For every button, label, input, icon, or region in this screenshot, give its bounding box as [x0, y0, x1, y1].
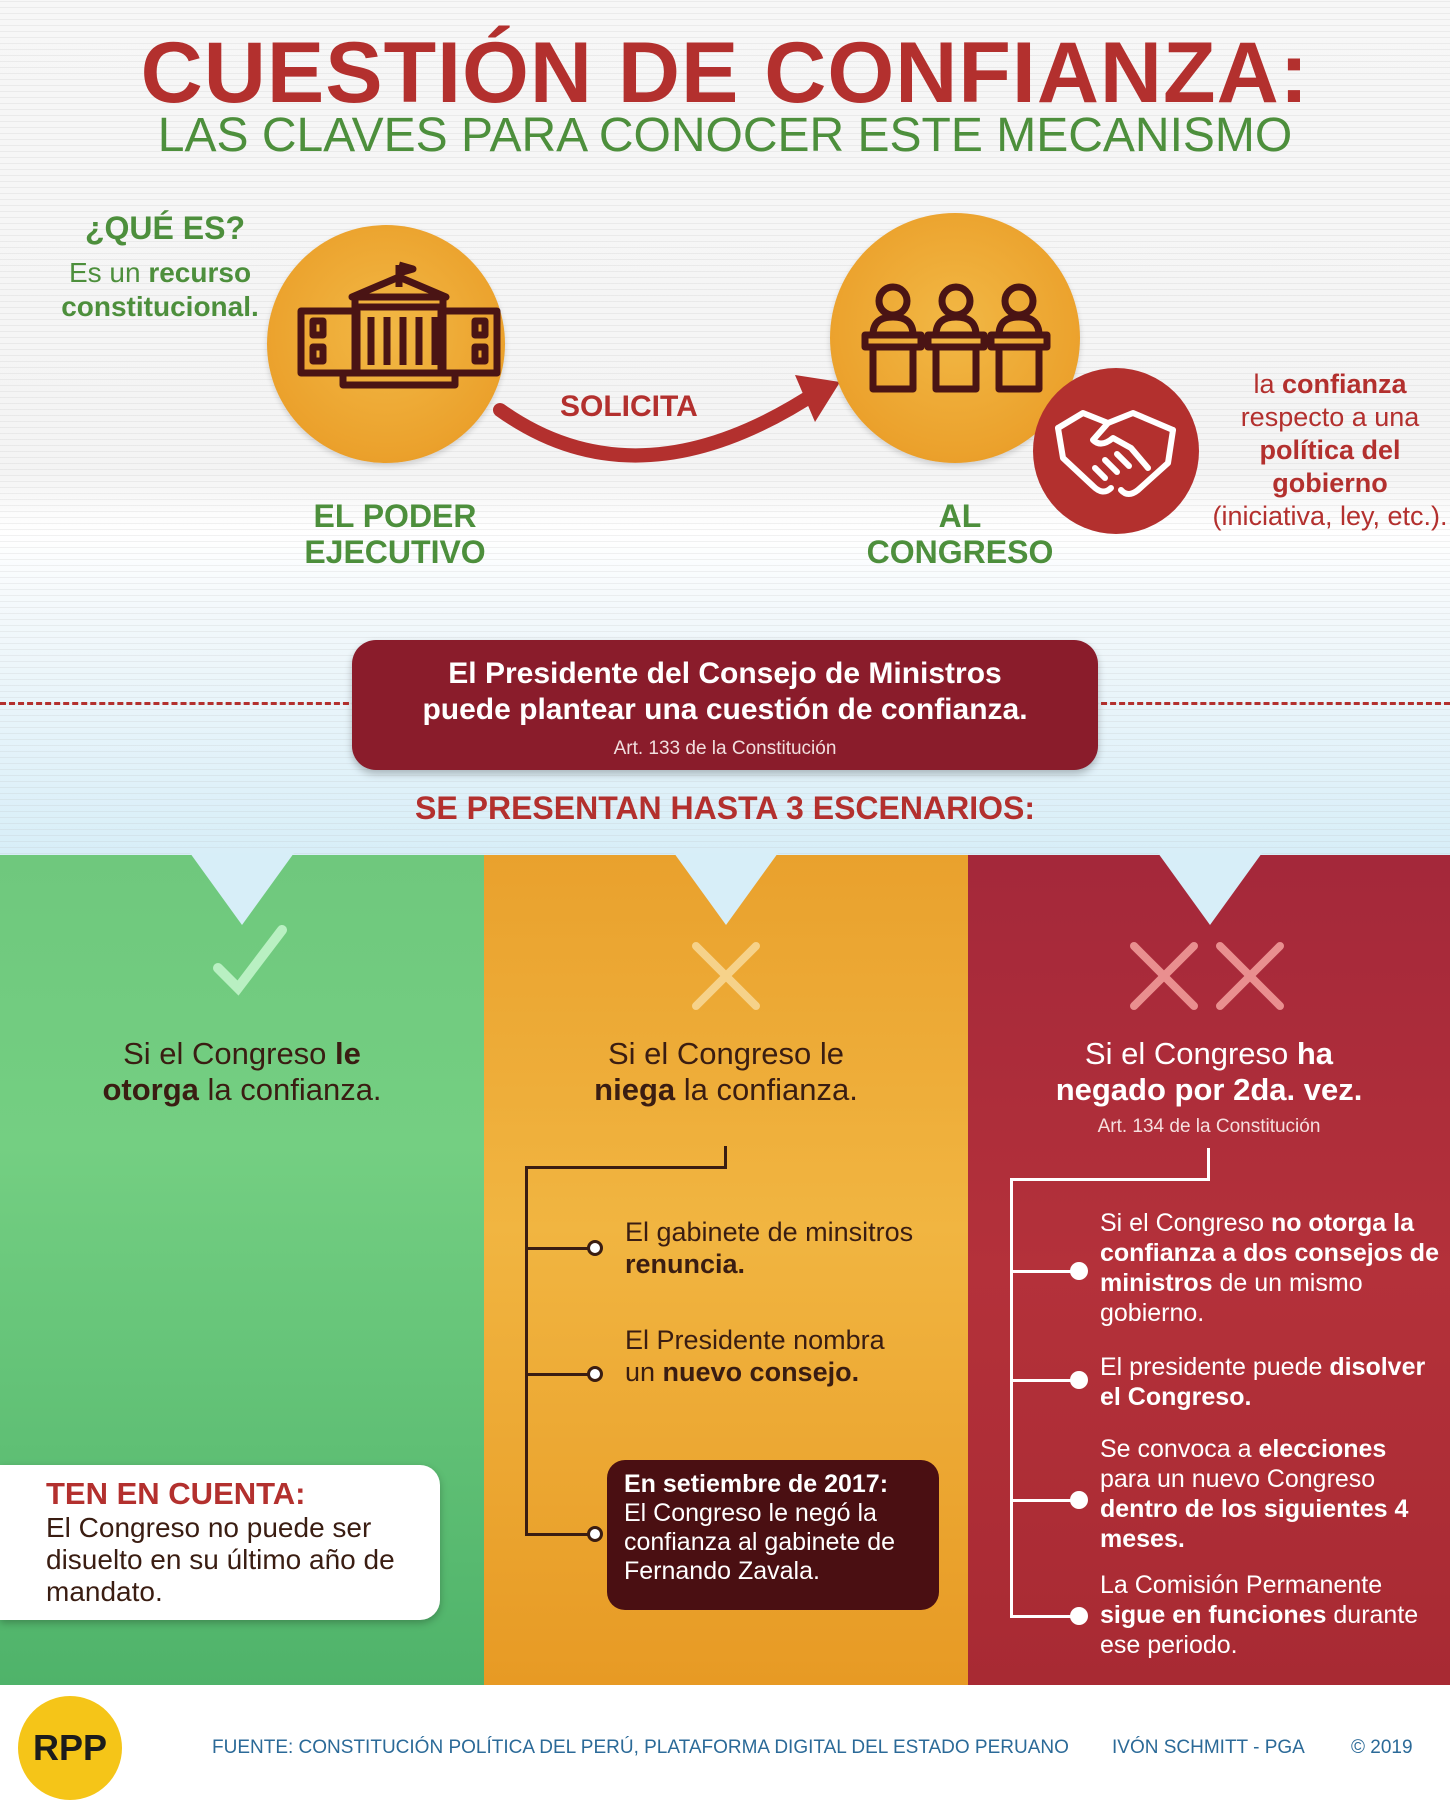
- tree-connector: [525, 1533, 593, 1536]
- page-subtitle: LAS CLAVES PARA CONOCER ESTE MECANISMO: [157, 109, 1293, 162]
- scenario-3-bullet-1: Si el Congreso no otorga la confianza a …: [1100, 1209, 1439, 1327]
- scenario-2-bullet-1: El gabinete de minsitros renuncia.: [625, 1217, 914, 1279]
- bullet-dot: [1070, 1607, 1088, 1625]
- bullet-dot: [587, 1526, 603, 1542]
- ten-en-cuenta-box: [0, 1465, 440, 1620]
- ten-en-cuenta-text: El Congreso no puede ser disuelto en su …: [46, 1512, 395, 1607]
- scenario-3-bullet-4: La Comisión Permanente sigue en funcione…: [1100, 1571, 1419, 1659]
- handshake-icon: [1055, 410, 1176, 497]
- tree-connector: [525, 1373, 593, 1376]
- setiembre-2017-text: En setiembre de 2017: El Congreso le neg…: [624, 1470, 896, 1585]
- footer: [0, 1685, 1450, 1812]
- tree-connector: [1010, 1615, 1078, 1618]
- congress-members-icon: [861, 283, 1051, 393]
- congreso-label: AL CONGRESO: [866, 498, 1054, 570]
- footer-author: IVÓN SCHMITT - PGA: [1112, 1737, 1305, 1758]
- handshake-circle: [1033, 368, 1199, 534]
- president-line-1: El Presidente del Consejo de Ministros: [448, 657, 1002, 690]
- confianza-description: la confianza respecto a una política del…: [1212, 369, 1448, 531]
- scenario-3-notch: [1158, 853, 1262, 925]
- footer-source: FUENTE: CONSTITUCIÓN POLÍTICA DEL PERÚ, …: [212, 1737, 1069, 1758]
- que-es-title: ¿QUÉ ES?: [84, 210, 245, 246]
- ejecutivo-circle: [267, 225, 505, 463]
- tree-connector: [525, 1166, 528, 1536]
- bullet-dot: [587, 1240, 603, 1256]
- tree-connector: [1010, 1178, 1210, 1181]
- bullet-dot: [1070, 1262, 1088, 1280]
- article-133: Art. 133 de la Constitución: [613, 738, 837, 759]
- x-icon: [692, 942, 760, 1010]
- tree-connector: [1010, 1178, 1013, 1618]
- bullet-dot: [1070, 1371, 1088, 1389]
- tree-connector: [1207, 1148, 1210, 1180]
- que-es-text: Es un recurso constitucional.: [61, 257, 259, 322]
- tree-connector: [525, 1166, 727, 1169]
- scenario-2-title: Si el Congreso le niega la confianza.: [594, 1036, 858, 1107]
- page-title: CUESTIÓN DE CONFIANZA:: [140, 25, 1310, 121]
- tree-connector: [724, 1146, 727, 1168]
- tree-connector: [1010, 1499, 1078, 1502]
- scenario-3-bullet-3: Se convoca a elecciones para un nuevo Co…: [1100, 1435, 1409, 1553]
- tree-connector: [1010, 1270, 1078, 1273]
- president-line-2: puede plantear una cuestión de confianza…: [422, 693, 1028, 726]
- double-x-icon: [1130, 942, 1284, 1010]
- footer-copyright: © 2019: [1351, 1737, 1413, 1758]
- scenario-2-bullet-2: El Presidente nombra un nuevo consejo.: [625, 1325, 885, 1387]
- bullet-dot: [587, 1366, 603, 1382]
- escenarios-heading: SE PRESENTAN HASTA 3 ESCENARIOS:: [415, 790, 1035, 826]
- ejecutivo-label: EL PODER EJECUTIVO: [304, 498, 486, 570]
- scenario-3-bullet-2: El presidente puede disolver el Congreso…: [1100, 1353, 1426, 1411]
- rpp-logo: RPP: [18, 1696, 122, 1800]
- setiembre-2017-box: [607, 1460, 939, 1610]
- bullet-dot: [1070, 1491, 1088, 1509]
- scenario-1-notch: [190, 853, 294, 925]
- checkmark-icon: [213, 925, 287, 996]
- government-building-icon: [297, 261, 501, 389]
- president-box: El Presidente del Consejo de Ministros p…: [352, 640, 1098, 770]
- ten-en-cuenta-title: TEN EN CUENTA:: [46, 1476, 306, 1511]
- solicita-arrow-icon: [493, 375, 840, 463]
- solicita-label: SOLICITA: [560, 390, 698, 423]
- tree-connector: [525, 1247, 593, 1250]
- article-134: Art. 134 de la Constitución: [1097, 1116, 1321, 1137]
- scenario-3-title: Si el Congreso ha negado por 2da. vez.: [1055, 1036, 1363, 1107]
- scenario-2-notch: [674, 853, 778, 925]
- scenario-1-title: Si el Congreso le otorga la confianza.: [102, 1036, 382, 1107]
- tree-connector: [1010, 1379, 1078, 1382]
